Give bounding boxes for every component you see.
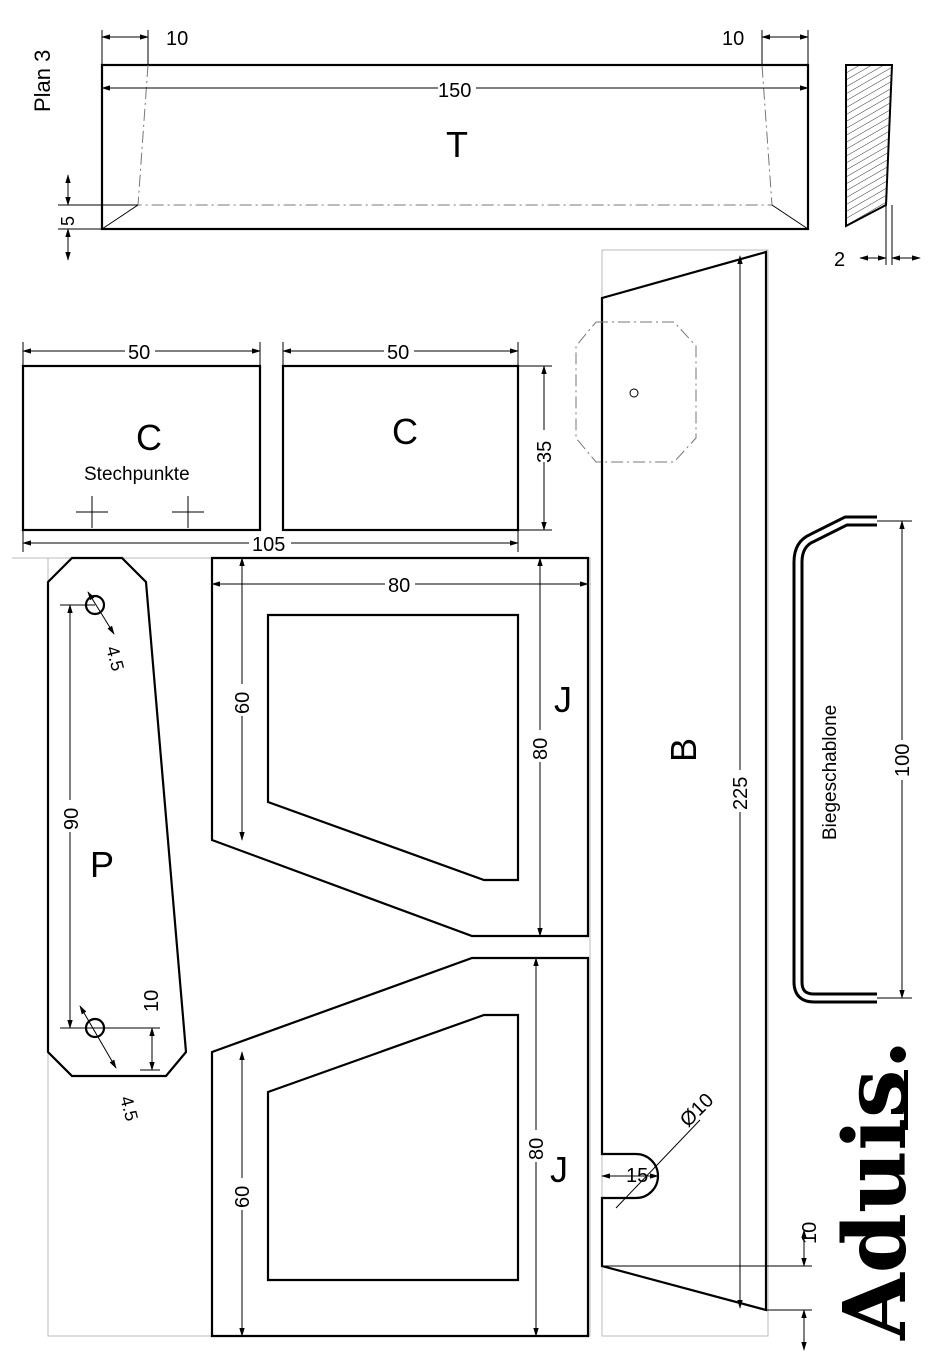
part-c-right-label: C <box>392 411 418 452</box>
p-spacing-label: 90 <box>61 808 83 830</box>
t-inset-left-label: 10 <box>166 28 188 50</box>
p-hole-bottom-label: 4.5 <box>116 1094 142 1123</box>
part-j-top-label: J <box>554 679 572 720</box>
b-end-label: 10 <box>799 1222 821 1244</box>
c-right-width-label: 50 <box>387 342 409 364</box>
j-top-height-label: 80 <box>530 738 552 760</box>
part-t-label: T <box>446 124 468 165</box>
part-t <box>58 30 808 260</box>
part-b-label: B <box>663 738 704 762</box>
c-height-label: 35 <box>534 441 556 463</box>
b-length-label: 225 <box>730 777 752 810</box>
j-top-width-label: 80 <box>388 575 410 597</box>
brand-logo: Aduis. <box>825 1040 926 1341</box>
part-b <box>576 252 812 1350</box>
part-c-left-label: C <box>136 417 162 458</box>
p-hole-top-label: 4.5 <box>102 644 128 673</box>
p-end-label: 10 <box>141 990 163 1012</box>
t-height-label: 5 <box>58 216 78 226</box>
j-bottom-height-label: 80 <box>526 1138 548 1160</box>
part-p-label: P <box>90 844 114 885</box>
b-slot-width-label: 15 <box>626 1165 648 1187</box>
c-dimensions <box>23 342 552 552</box>
part-c-left-note: Stechpunkte <box>84 464 190 485</box>
j-top-inner-label: 60 <box>232 692 254 714</box>
t-length-label: 150 <box>438 80 471 102</box>
c-total-label: 105 <box>252 534 285 556</box>
part-j-bottom-label: J <box>550 1149 568 1190</box>
t-inset-right-label: 10 <box>722 28 744 50</box>
side-thickness-label: 2 <box>834 249 845 271</box>
j-bottom-inner-label: 60 <box>232 1186 254 1208</box>
brand-logo-text: Aduis. <box>825 1040 926 1341</box>
c-left-width-label: 50 <box>128 342 150 364</box>
template-length-label: 100 <box>892 744 914 777</box>
b-slot-diameter-label: Ø10 <box>676 1089 718 1131</box>
part-t-side-profile <box>846 65 920 265</box>
sheet-guides <box>12 250 768 1336</box>
part-template-label: Biegeschablone <box>820 705 841 840</box>
plan-label: Plan 3 <box>30 50 55 112</box>
